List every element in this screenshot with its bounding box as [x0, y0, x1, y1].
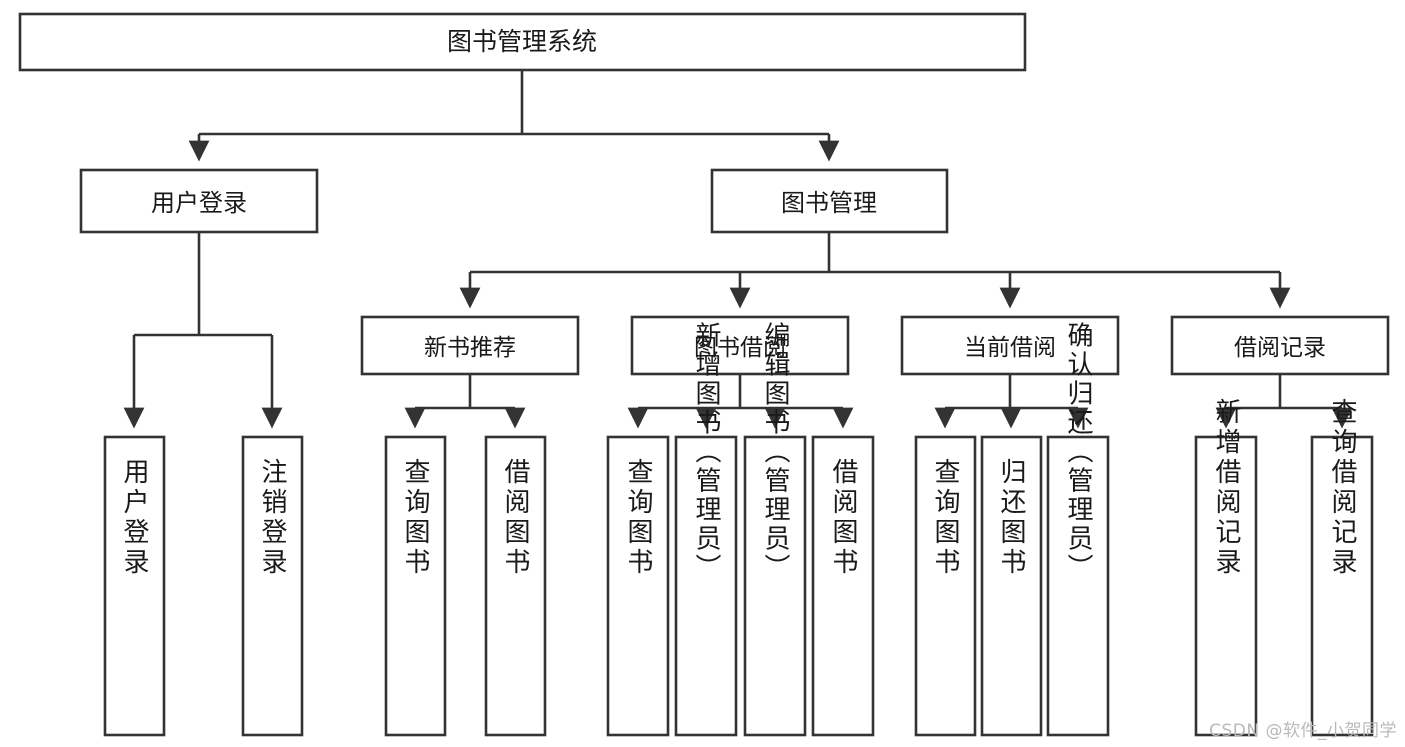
- node-book-manage[interactable]: 图书管理: [710, 168, 949, 234]
- node-user-login-label: 用户登录: [151, 189, 247, 217]
- node-root-box[interactable]: [18, 12, 1027, 72]
- node-current-borrow-label: 当前借阅: [964, 335, 1056, 361]
- node-new-book-recommend[interactable]: 新书推荐: [360, 315, 580, 376]
- leaf-new-book-1-label: 查询图书: [400, 458, 430, 578]
- node-book-manage-label: 图书管理: [781, 189, 877, 217]
- node-book-manage-box[interactable]: [710, 168, 949, 234]
- leaf-book-borrow-2[interactable]: 新增图书（管理员）: [674, 321, 738, 737]
- leaf-current-borrow-3[interactable]: 确认归还（管理员）: [1046, 321, 1110, 737]
- leaf-book-borrow-3-label: 编辑图书（管理员）: [760, 321, 790, 582]
- node-borrow-record-box[interactable]: [1170, 315, 1390, 376]
- node-current-borrow-box[interactable]: [900, 315, 1120, 376]
- leaf-book-borrow-3-box[interactable]: [743, 435, 807, 737]
- node-root[interactable]: 图书管理系统: [18, 12, 1027, 72]
- node-book-borrow-label: 图书借阅: [694, 335, 786, 361]
- leaf-book-borrow-4[interactable]: 借阅图书: [811, 435, 875, 737]
- leaf-current-borrow-1-box[interactable]: [914, 435, 977, 737]
- connectors: [123, 70, 1353, 429]
- node-book-borrow[interactable]: 图书借阅: [630, 315, 850, 376]
- csdn-watermark: CSDN @软件_小贺同学: [1209, 721, 1397, 741]
- leaf-book-borrow-1-box[interactable]: [606, 435, 670, 737]
- leaf-new-book-2-box[interactable]: [484, 435, 547, 737]
- leaf-user-login-1-label: 用户登录: [119, 458, 149, 578]
- leaf-book-borrow-4-label: 借阅图书: [828, 458, 858, 578]
- leaf-book-borrow-4-box[interactable]: [811, 435, 875, 737]
- leaf-current-borrow-1[interactable]: 查询图书: [914, 435, 977, 737]
- node-new-book-recommend-label: 新书推荐: [424, 335, 516, 361]
- leaf-new-book-1-box[interactable]: [384, 435, 447, 737]
- leaf-book-borrow-1[interactable]: 查询图书: [606, 435, 670, 737]
- leaf-user-login-1-box[interactable]: [103, 435, 166, 737]
- leaf-current-borrow-1-label: 查询图书: [930, 458, 960, 578]
- leaf-current-borrow-3-box[interactable]: [1046, 435, 1110, 737]
- leaf-new-book-1[interactable]: 查询图书: [384, 435, 447, 737]
- leaf-book-borrow-2-box[interactable]: [674, 435, 738, 737]
- node-current-borrow[interactable]: 当前借阅: [900, 315, 1120, 376]
- leaf-user-login-2[interactable]: 注销登录: [241, 435, 304, 737]
- leaf-borrow-record-2[interactable]: 查询借阅记录: [1310, 398, 1374, 737]
- leaf-borrow-record-2-box[interactable]: [1310, 435, 1374, 737]
- leaf-borrow-record-1-box[interactable]: [1194, 435, 1258, 737]
- leaf-user-login-2-label: 注销登录: [257, 458, 287, 578]
- leaf-borrow-record-1-label: 新增借阅记录: [1211, 398, 1241, 578]
- leaf-user-login-2-box[interactable]: [241, 435, 304, 737]
- node-new-book-recommend-box[interactable]: [360, 315, 580, 376]
- node-user-login-box[interactable]: [79, 168, 319, 234]
- node-book-borrow-box[interactable]: [630, 315, 850, 376]
- leaf-book-borrow-2-label: 新增图书（管理员）: [691, 321, 721, 582]
- leaf-borrow-record-2-label: 查询借阅记录: [1327, 398, 1357, 578]
- leaf-book-borrow-3[interactable]: 编辑图书（管理员）: [743, 321, 807, 737]
- leaf-current-borrow-2-label: 归还图书: [996, 458, 1026, 578]
- leaf-user-login-1[interactable]: 用户登录: [103, 435, 166, 737]
- node-user-login[interactable]: 用户登录: [79, 168, 319, 234]
- leaf-new-book-2-label: 借阅图书: [500, 458, 530, 578]
- leaf-new-book-2[interactable]: 借阅图书: [484, 435, 547, 737]
- leaf-book-borrow-1-label: 查询图书: [623, 458, 653, 578]
- leaf-current-borrow-3-label: 确认归还（管理员）: [1063, 321, 1093, 582]
- leaf-borrow-record-1[interactable]: 新增借阅记录: [1194, 398, 1258, 737]
- node-root-label: 图书管理系统: [447, 27, 597, 56]
- leaf-current-borrow-2[interactable]: 归还图书: [980, 435, 1043, 737]
- node-borrow-record-label: 借阅记录: [1234, 335, 1326, 361]
- leaf-current-borrow-2-box[interactable]: [980, 435, 1043, 737]
- node-borrow-record[interactable]: 借阅记录: [1170, 315, 1390, 376]
